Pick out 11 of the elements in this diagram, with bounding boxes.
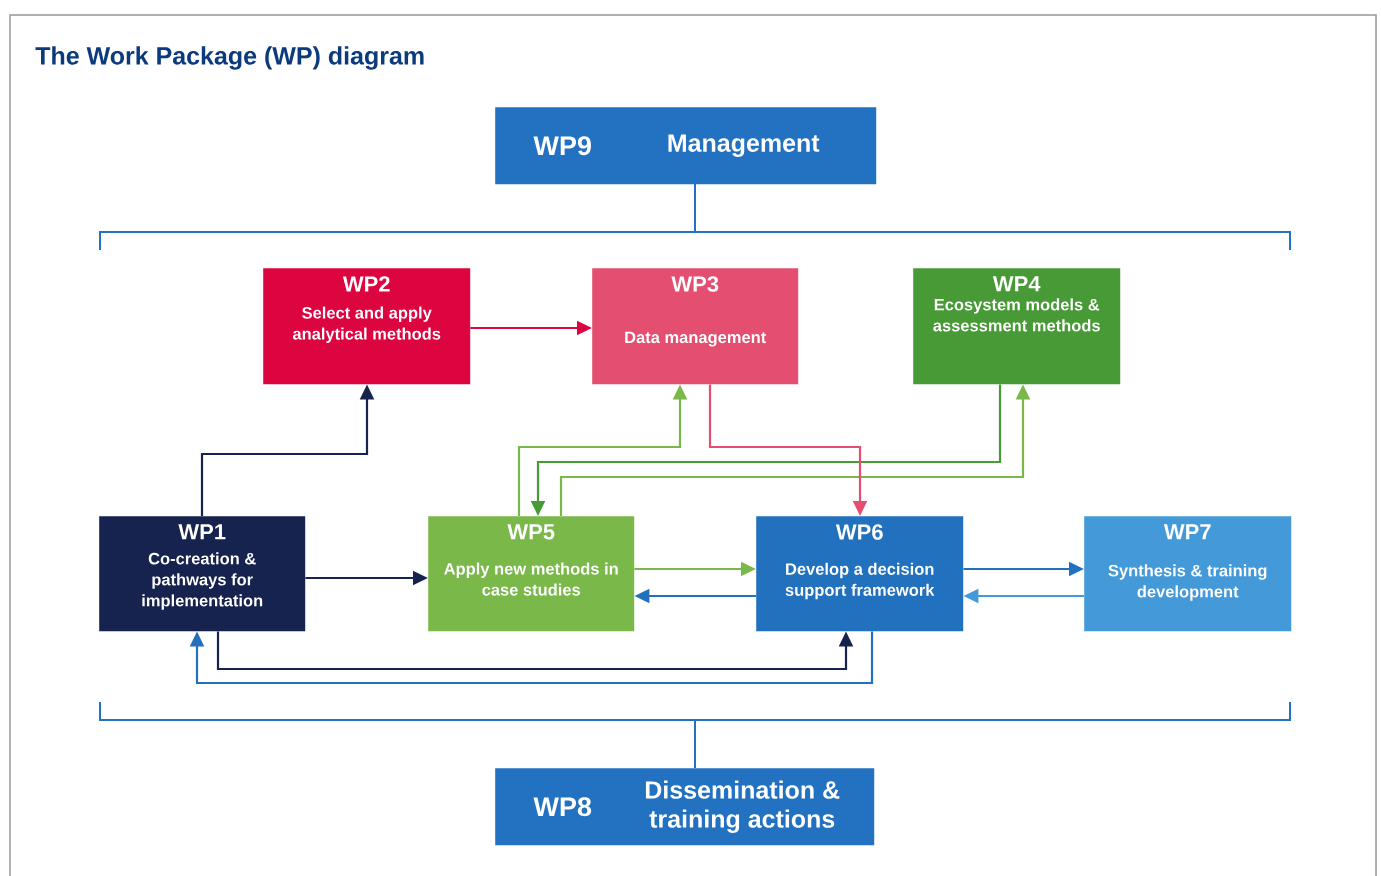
work-package-box: WP1 Co-creation & pathways for implementation [99, 516, 306, 632]
work-package-box: WP4 Ecosystem models & assessment methods [913, 268, 1121, 385]
work-package-box: WP3 Data management [592, 268, 799, 385]
work-package-box: WP9 Management [495, 107, 877, 185]
work-package-box: WP6 Develop a decision support framework [756, 516, 964, 632]
work-package-box: WP8 Dissemination & training actions [495, 768, 875, 846]
work-package-box: WP5 Apply new methods in case studies [428, 516, 635, 632]
work-package-box: WP2 Select and apply analytical methods [263, 268, 471, 385]
title: The Work Package (WP) diagram [35, 46, 424, 70]
work-package-box: WP7 Synthesis & training development [1084, 516, 1292, 632]
arrow [189, 631, 874, 685]
